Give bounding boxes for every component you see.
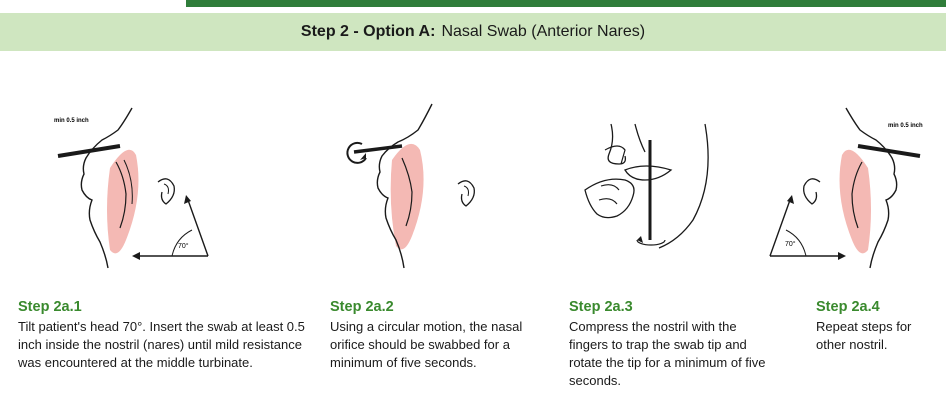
step-2a2: Step 2a.2 Using a circular motion, the n… xyxy=(330,299,545,372)
step-text: Tilt patient's head 70°. Insert the swab… xyxy=(18,318,308,372)
illustration-step-2a1: min 0.5 inch 70° xyxy=(40,100,230,270)
step-title: Step 2a.4 xyxy=(816,299,941,315)
step-title: Step 2a.1 xyxy=(18,299,308,315)
header-title-bold: Step 2 - Option A: xyxy=(301,23,436,41)
section-header: Step 2 - Option A: Nasal Swab (Anterior … xyxy=(0,13,946,51)
step-title: Step 2a.3 xyxy=(569,299,774,315)
step-2a1: Step 2a.1 Tilt patient's head 70°. Inser… xyxy=(18,299,308,372)
angle-label: 70° xyxy=(178,242,189,250)
angle-label-2: 70° xyxy=(785,240,796,248)
header-title-rest: Nasal Swab (Anterior Nares) xyxy=(441,23,645,41)
illustration-step-2a2 xyxy=(330,100,520,270)
min-depth-label-2: min 0.5 inch xyxy=(888,123,923,129)
illustration-step-2a3 xyxy=(575,120,745,260)
step-text: Repeat steps for other nostril. xyxy=(816,318,941,354)
illustration-step-2a4: min 0.5 inch 70° xyxy=(748,100,938,270)
step-title: Step 2a.2 xyxy=(330,299,545,315)
min-depth-label: min 0.5 inch xyxy=(54,118,89,124)
step-2a4: Step 2a.4 Repeat steps for other nostril… xyxy=(816,299,941,354)
step-2a3: Step 2a.3 Compress the nostril with the … xyxy=(569,299,774,390)
step-text: Compress the nostril with the fingers to… xyxy=(569,318,774,390)
step-text: Using a circular motion, the nasal orifi… xyxy=(330,318,545,372)
top-accent-rule xyxy=(186,0,946,7)
